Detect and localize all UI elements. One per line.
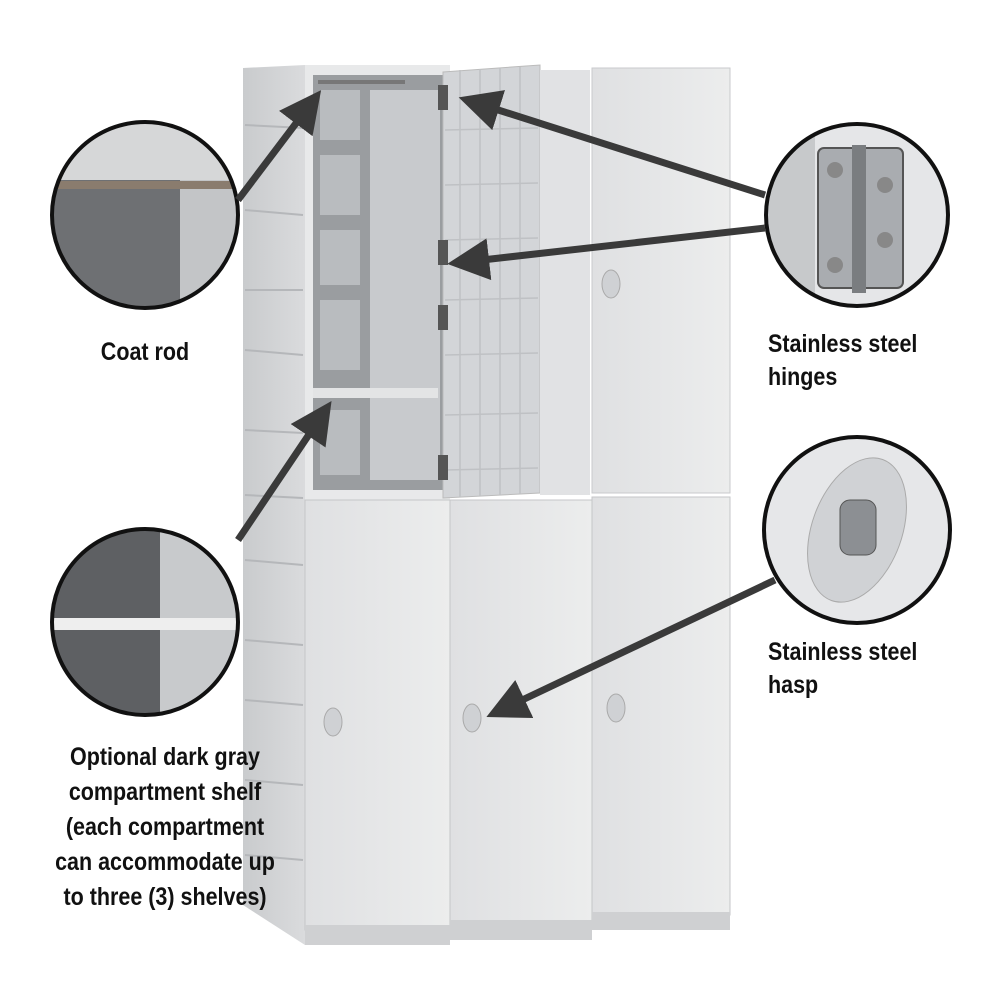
shelf-label-line: compartment shelf — [68, 778, 262, 806]
hinge-detail — [764, 122, 950, 308]
coat-rod-detail — [50, 120, 240, 310]
shelf-label-line: to three (3) shelves) — [63, 883, 267, 911]
open-compartment — [305, 65, 450, 500]
shelf-label: Optional dark gray compartment shelf (ea… — [23, 740, 307, 915]
hinges-label-line2: hinges — [768, 363, 838, 391]
hasp-icon — [462, 703, 482, 733]
open-door — [438, 64, 541, 499]
hasp-label-line2: hasp — [768, 671, 819, 699]
shelf-label-line: Optional dark gray — [70, 743, 260, 771]
locker-side-panel — [243, 65, 305, 945]
hinges-label-line1: Stainless steel — [768, 330, 918, 358]
shelf-label-line: (each compartment — [65, 813, 265, 841]
hinges-label: Stainless steel hinges — [768, 328, 917, 394]
hasp-icon — [323, 707, 343, 737]
compartment-shelf — [313, 388, 438, 398]
coat-rod-label: Coat rod — [100, 338, 190, 366]
hasp-detail — [762, 435, 952, 625]
shelf-detail — [50, 527, 240, 717]
callout-arrows — [235, 90, 777, 718]
hasp-icon — [606, 693, 626, 723]
shelf-label-line: can accommodate up — [55, 848, 275, 876]
hasp-label-line1: Stainless steel — [768, 638, 918, 666]
hasp-label: Stainless steel hasp — [768, 636, 917, 702]
hasp-icon — [601, 269, 621, 299]
hinge-icons — [438, 85, 448, 480]
